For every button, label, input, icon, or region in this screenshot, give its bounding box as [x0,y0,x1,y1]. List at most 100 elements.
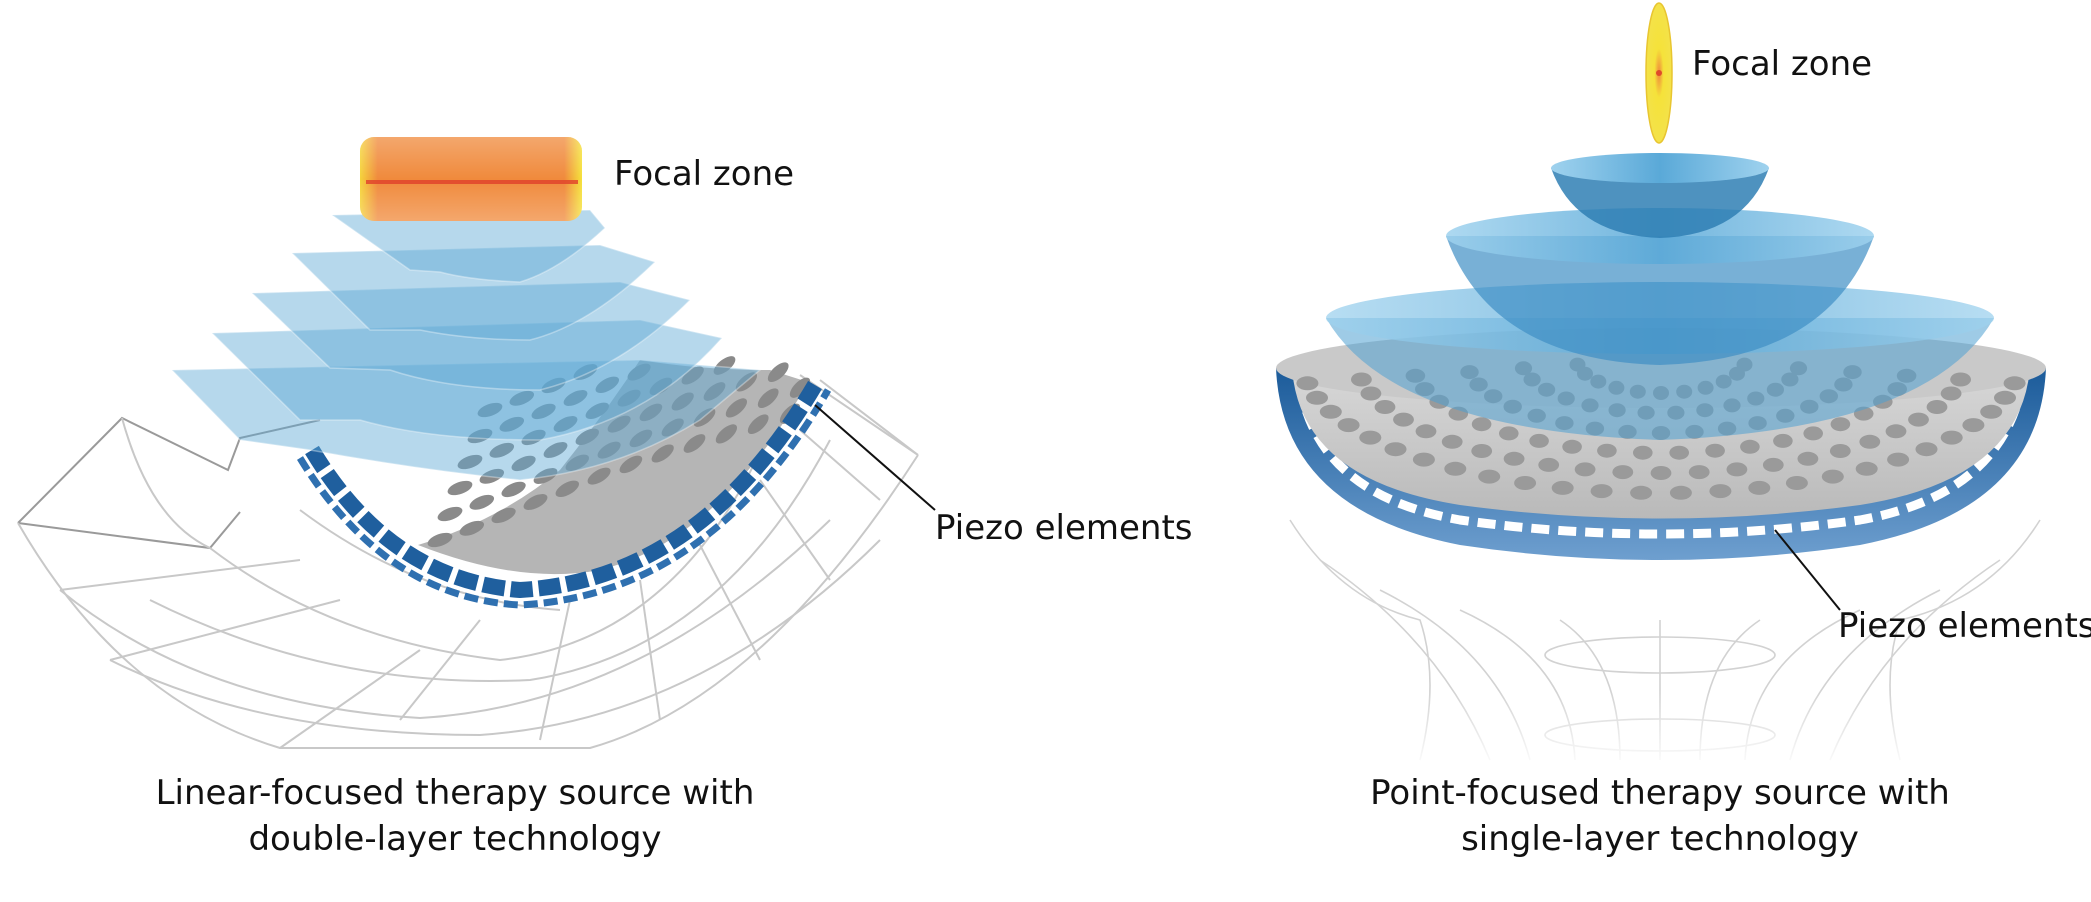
right-piezo-element [1529,433,1549,448]
right-piezo-element [1319,404,1342,419]
right-piezo-element [1709,484,1732,499]
right-piezo-element [1503,451,1525,466]
right-piezo-element [1650,466,1672,480]
right-piezo-element [2003,376,2026,391]
right-piezo-element [1633,445,1653,460]
left-piezo-element [427,532,453,548]
left-focal-zone [360,137,582,221]
right-piezo-element [1688,465,1710,480]
left-piezo-element [619,455,643,474]
right-piezo-element [1574,462,1596,477]
linear-focused-source [17,137,936,749]
left-piezo-band-outer [297,388,832,609]
left-piezo-element [521,429,546,446]
point-focused-source [1276,2,2046,770]
right-piezo-element [1859,434,1881,449]
left-piezo-element [563,390,588,406]
right-piezo-element [1412,452,1435,467]
left-piezo-element [565,454,590,472]
right-piezo-element [1612,465,1634,480]
left-piezo-element [617,389,641,407]
right-piezo-element [1740,439,1760,454]
left-piezo-element [713,356,736,375]
right-piezo-element [1374,400,1396,414]
left-piezo-element [491,507,516,524]
right-piezo-element [1855,461,1878,476]
right-piezo-element [1444,461,1467,476]
left-piezo-element [469,494,495,510]
right-caption-line1: Point-focused therapy source with [1370,773,1950,813]
left-piezo-element [661,418,684,437]
right-piezo-element [1359,430,1382,445]
left-piezo-element [639,403,663,422]
left-piezo-band [305,380,822,599]
left-caption: Linear-focused therapy source with doubl… [130,770,780,862]
left-piezo-element [479,468,505,484]
right-piezo-element [1726,462,1748,477]
right-piezo-element [1514,476,1537,490]
left-piezo-element [555,480,580,498]
right-piezo-element [1887,452,1910,467]
right-piezo-element [1499,426,1519,441]
right-piezo-element [1393,412,1414,427]
right-piezo-element [1821,469,1844,484]
left-piezo-element [573,364,598,380]
left-piezo-element [511,455,536,472]
right-piezo-leader [1774,529,1841,611]
right-piezo-element [1885,424,1907,439]
right-piezo-element [1915,442,1938,457]
left-wavefronts [170,209,762,481]
left-piezo-element [459,520,485,536]
left-piezo-element [447,480,473,496]
left-piezo-element [649,377,673,396]
right-piezo-element [1785,476,1808,490]
right-piezo-element [1762,457,1784,472]
left-caption-line2: double-layer technology [248,819,662,859]
left-piezo-element [575,428,600,446]
right-piezo-element [1940,430,1963,445]
right-piezo-element [1562,439,1582,454]
left-piezo-element [735,372,758,392]
right-piezo-element [1926,400,1948,414]
right-focal-zone [1645,2,1673,144]
right-piezo-element [1950,372,1971,387]
left-piezo-element [683,434,706,453]
left-piezo-element [541,377,566,394]
right-piezo-element [1415,424,1437,439]
right-piezo-element [1980,404,2003,419]
right-piezo-element [1748,480,1771,495]
left-piezo-element [509,390,535,406]
left-piezo-element [757,388,779,409]
left-focal-zone-label: Focal zone [614,154,795,194]
left-piezo-element [437,506,463,522]
left-piezo-element [651,444,674,463]
right-piezo-element [1994,390,2016,405]
left-piezo-element [607,415,631,433]
right-piezo-element [1669,445,1689,460]
left-piezo-element [597,441,621,459]
left-piezo-element [457,454,483,470]
left-wireframe [17,374,919,749]
left-piezo-element [499,416,525,432]
left-piezo-element [531,403,556,420]
right-piezo-element [1360,386,1382,401]
right-piezo-element [1705,443,1725,458]
left-piezo-element [671,392,694,411]
right-piezo-element [1830,417,1851,432]
right-piezo-element [1296,376,1319,391]
right-piezo-element [1630,485,1653,500]
right-piezo-element [1306,390,1328,405]
left-piezo-element [715,424,738,444]
right-piezo-element [1940,386,1962,401]
right-piezo-element [1597,443,1617,458]
left-piezo-element [587,467,611,485]
right-piezo-element [1590,484,1613,499]
right-piezo-element [1908,412,1929,427]
left-piezo-element [627,363,651,381]
right-piezo-element [1337,418,1360,433]
left-element-dots [427,356,811,548]
left-piezo-element [725,398,748,418]
right-piezo-element [1471,444,1493,458]
right-piezo-element [1773,433,1793,448]
